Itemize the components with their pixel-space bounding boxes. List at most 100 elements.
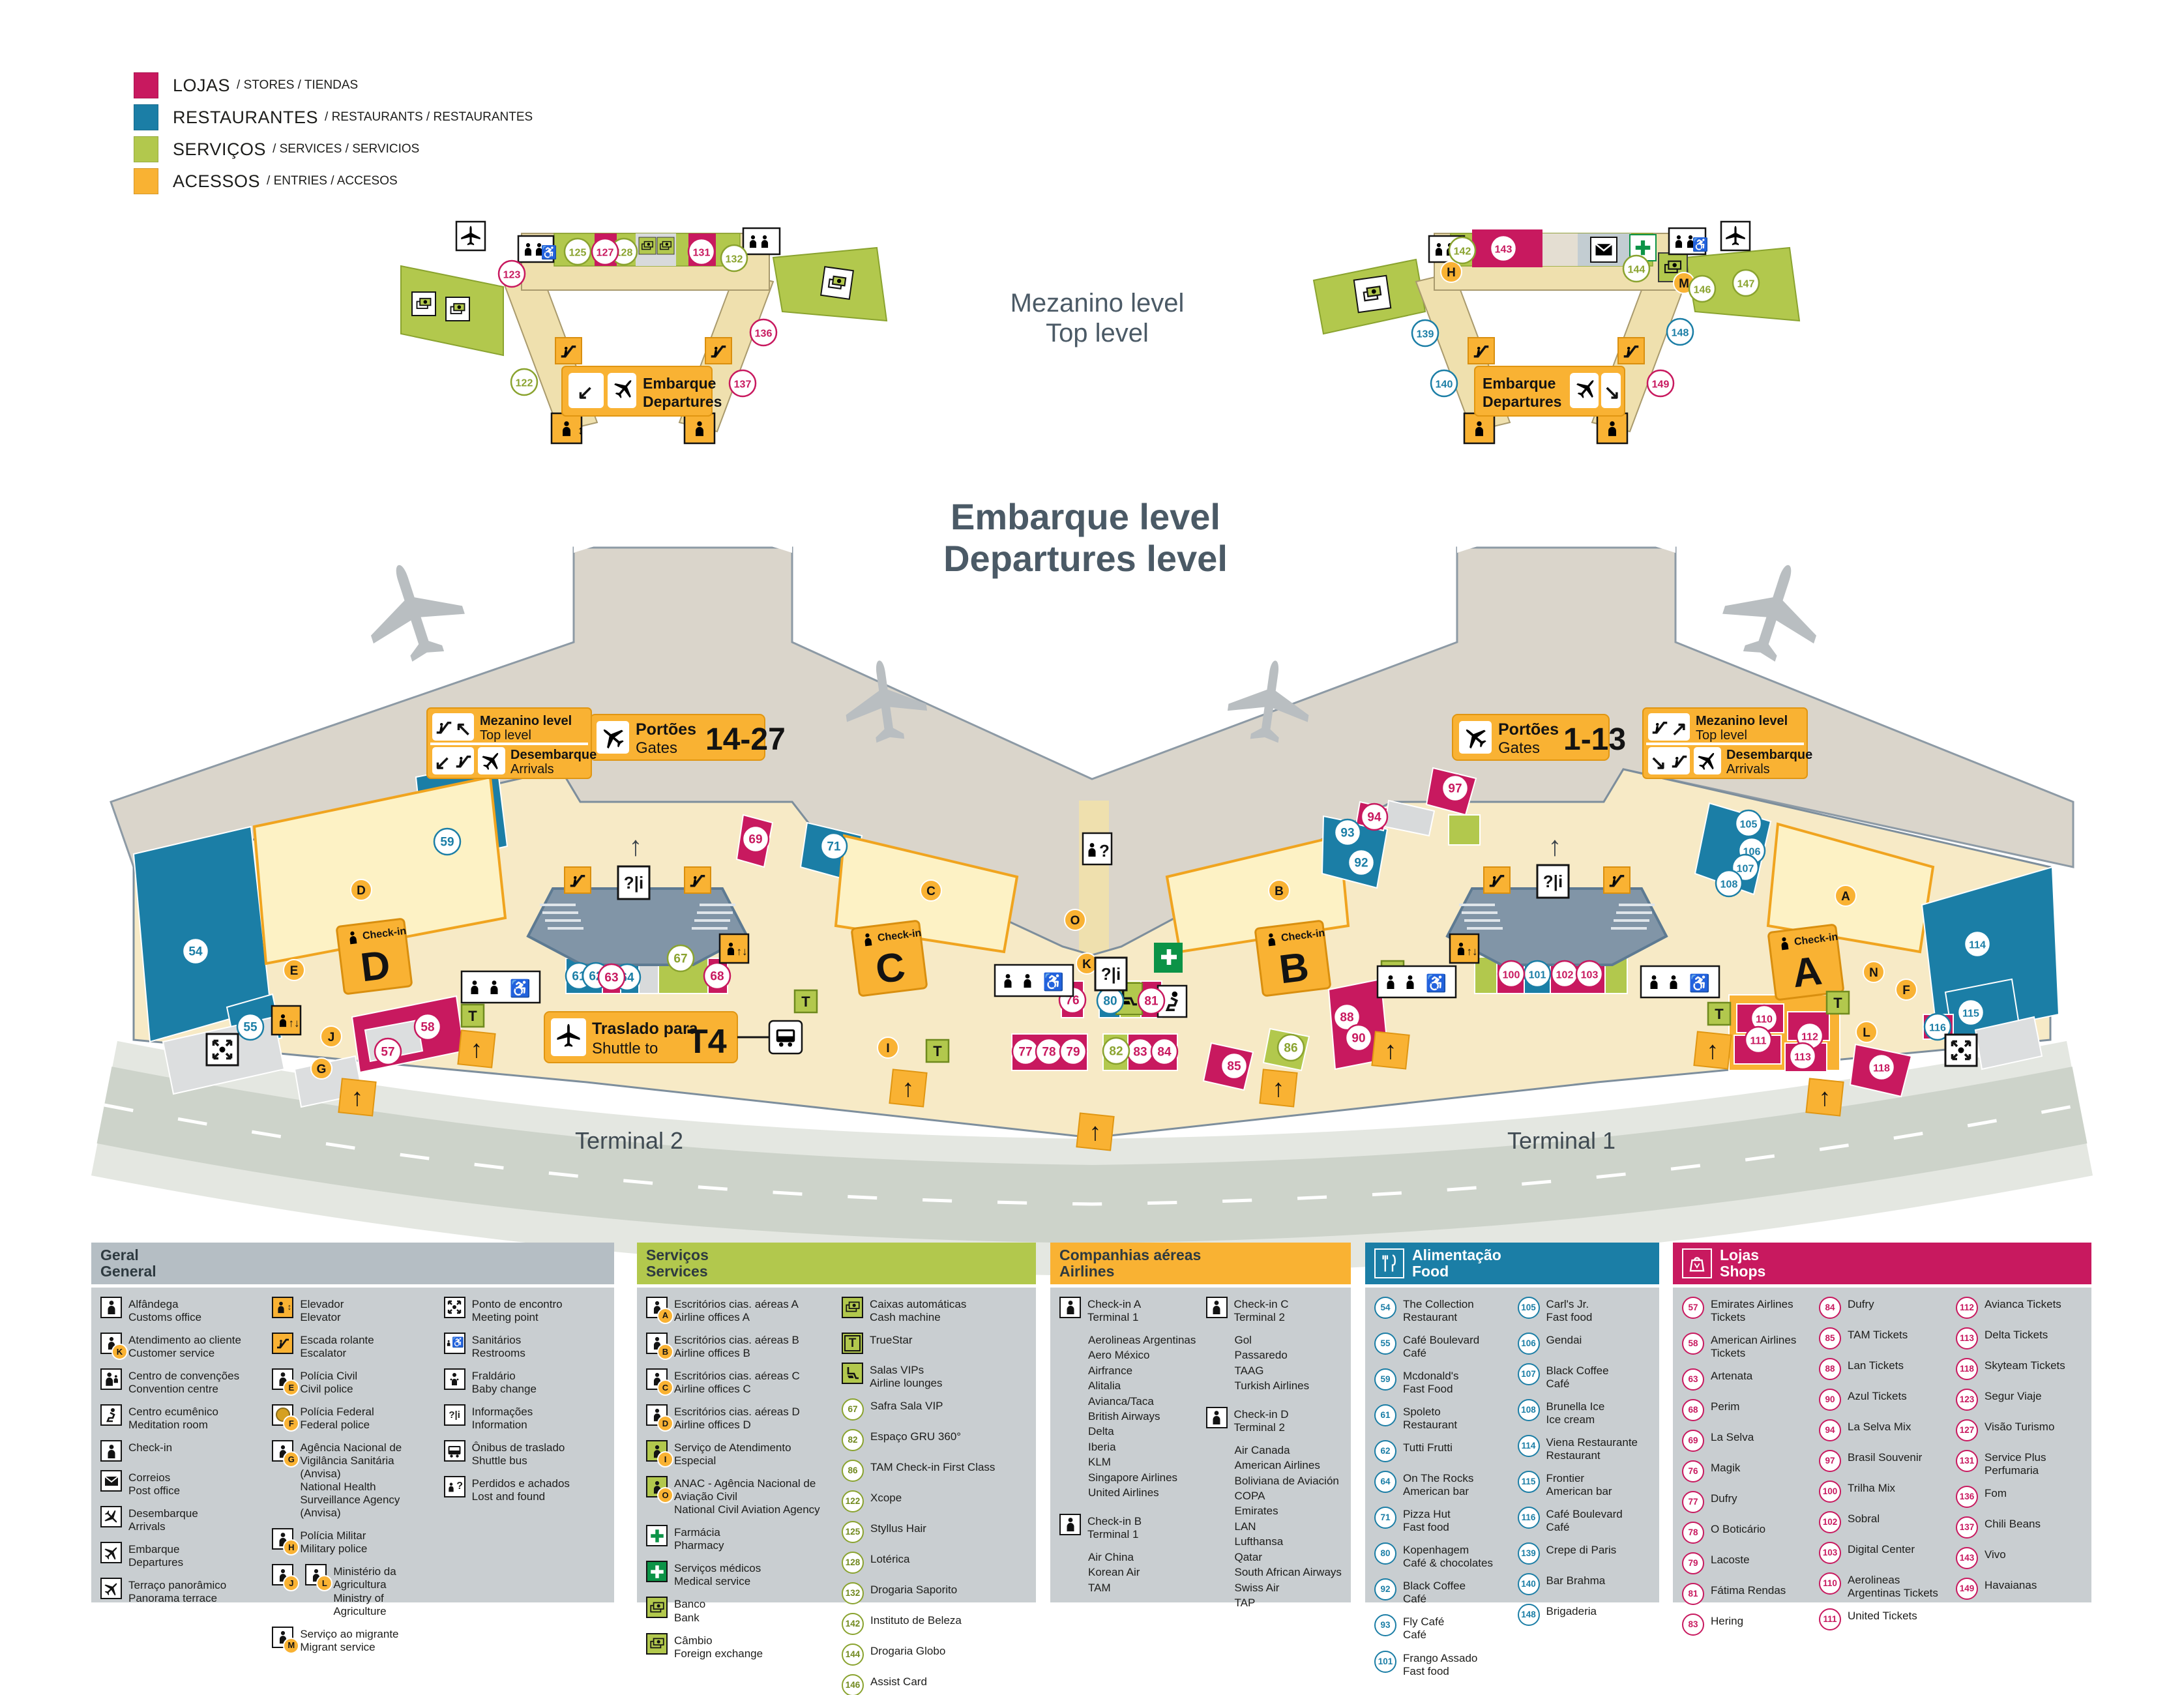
item-label-pt: Salas VIPs: [870, 1363, 924, 1376]
item-label-en: Federal police: [300, 1418, 370, 1431]
map-poi-136: 136: [749, 318, 778, 347]
elevator-icon: ↑↓: [271, 1005, 302, 1036]
svg-text:♿: ♿: [541, 244, 557, 260]
police-icon: H: [272, 1528, 300, 1556]
map-badge-K: K: [1076, 952, 1098, 975]
map-poi-148: 148: [1666, 317, 1694, 346]
svg-text:57: 57: [381, 1046, 394, 1059]
svg-text:↘: ↘: [1650, 752, 1666, 774]
svg-text:Desembarque: Desembarque: [1726, 748, 1812, 762]
airline-name: Qatar: [1234, 1550, 1263, 1563]
svg-text:67: 67: [673, 952, 687, 966]
item-label-en: Panorama terrace: [128, 1592, 218, 1605]
item-label-pt: Aerolineas Argentinas Tickets: [1848, 1573, 1938, 1599]
item-label-pt: Centro ecumênico: [128, 1405, 218, 1418]
svg-text:M: M: [1679, 277, 1689, 291]
map-poi-128: 128: [610, 237, 638, 266]
poi-number-90: 90: [1819, 1388, 1841, 1411]
poi-number-83: 83: [1682, 1613, 1704, 1636]
item-label-en: Arrivals: [128, 1520, 166, 1533]
svg-text:L: L: [1863, 1026, 1870, 1040]
svg-text:86: 86: [1284, 1042, 1297, 1055]
meeting-icon: [443, 1296, 465, 1318]
map-poi-84: 84: [1150, 1037, 1179, 1066]
legend-label-translations: / SERVICES / SERVICIOS: [273, 142, 420, 156]
desk-icon: A: [646, 1296, 673, 1324]
entry-arrow: ↑: [889, 1069, 928, 1108]
map-poi-116: 116: [1923, 1012, 1952, 1041]
poi-number-102: 102: [1819, 1511, 1841, 1533]
svg-text:Departures: Departures: [1483, 393, 1561, 410]
svg-text:Desembarque: Desembarque: [510, 748, 597, 762]
map-poi-149: 149: [1646, 369, 1675, 398]
svg-text:T: T: [1715, 1006, 1724, 1022]
item-label-pt: Spoleto: [1403, 1405, 1441, 1418]
map-badge-N: N: [1863, 961, 1885, 983]
item-label-pt: Ministério da Agricultura: [333, 1565, 396, 1591]
map-poi-131: 131: [687, 237, 716, 266]
item-label-en: Airline lounges: [870, 1376, 943, 1389]
poi-number-105: 105: [1517, 1296, 1540, 1319]
map-poi-146: 146: [1688, 274, 1717, 303]
svg-text:↑: ↑: [1089, 1119, 1102, 1146]
svg-text:58: 58: [421, 1021, 434, 1035]
item-label-en: Departures: [128, 1556, 184, 1569]
escalator-wells: [526, 866, 1668, 966]
poi-number-68: 68: [1682, 1398, 1704, 1421]
entry-arrow: ↑: [338, 1078, 377, 1117]
checkin-icon: [1059, 1296, 1081, 1318]
svg-text:↑↓: ↑↓: [289, 1017, 300, 1029]
poi-number-137: 137: [1956, 1516, 1978, 1539]
item-label-en: Migrant service: [300, 1640, 376, 1653]
legend-label: SERVIÇOS: [173, 139, 267, 159]
svg-text:110: 110: [1756, 1014, 1773, 1025]
svg-text:115: 115: [1962, 1009, 1979, 1020]
svg-text:142: 142: [1454, 246, 1471, 258]
item-label-pt: Safra Sala VIP: [870, 1399, 943, 1412]
badge-O: O: [657, 1487, 673, 1504]
map-poi-79: 79: [1059, 1037, 1087, 1066]
restrooms-icon: ♿: [1640, 965, 1720, 999]
item-label-en: Escalator: [300, 1346, 347, 1359]
map-badge-J: J: [320, 1025, 342, 1048]
item-label-en: Shuttle bus: [471, 1454, 527, 1467]
entry-arrow: ↑: [1076, 1112, 1115, 1151]
item-label-pt: Artenata: [1711, 1369, 1753, 1382]
svg-text:103: 103: [1581, 970, 1599, 981]
svg-text:♿: ♿: [1426, 973, 1447, 993]
poi-number-113: 113: [1956, 1327, 1978, 1349]
panel-title-pt: Companhias aéreas: [1059, 1246, 1202, 1263]
map-badge-A: A: [1835, 885, 1857, 907]
badge-J: J: [283, 1575, 300, 1592]
item-label-pt: Escritórios cias. aéreas A: [674, 1297, 799, 1310]
svg-text:T: T: [468, 1008, 477, 1024]
